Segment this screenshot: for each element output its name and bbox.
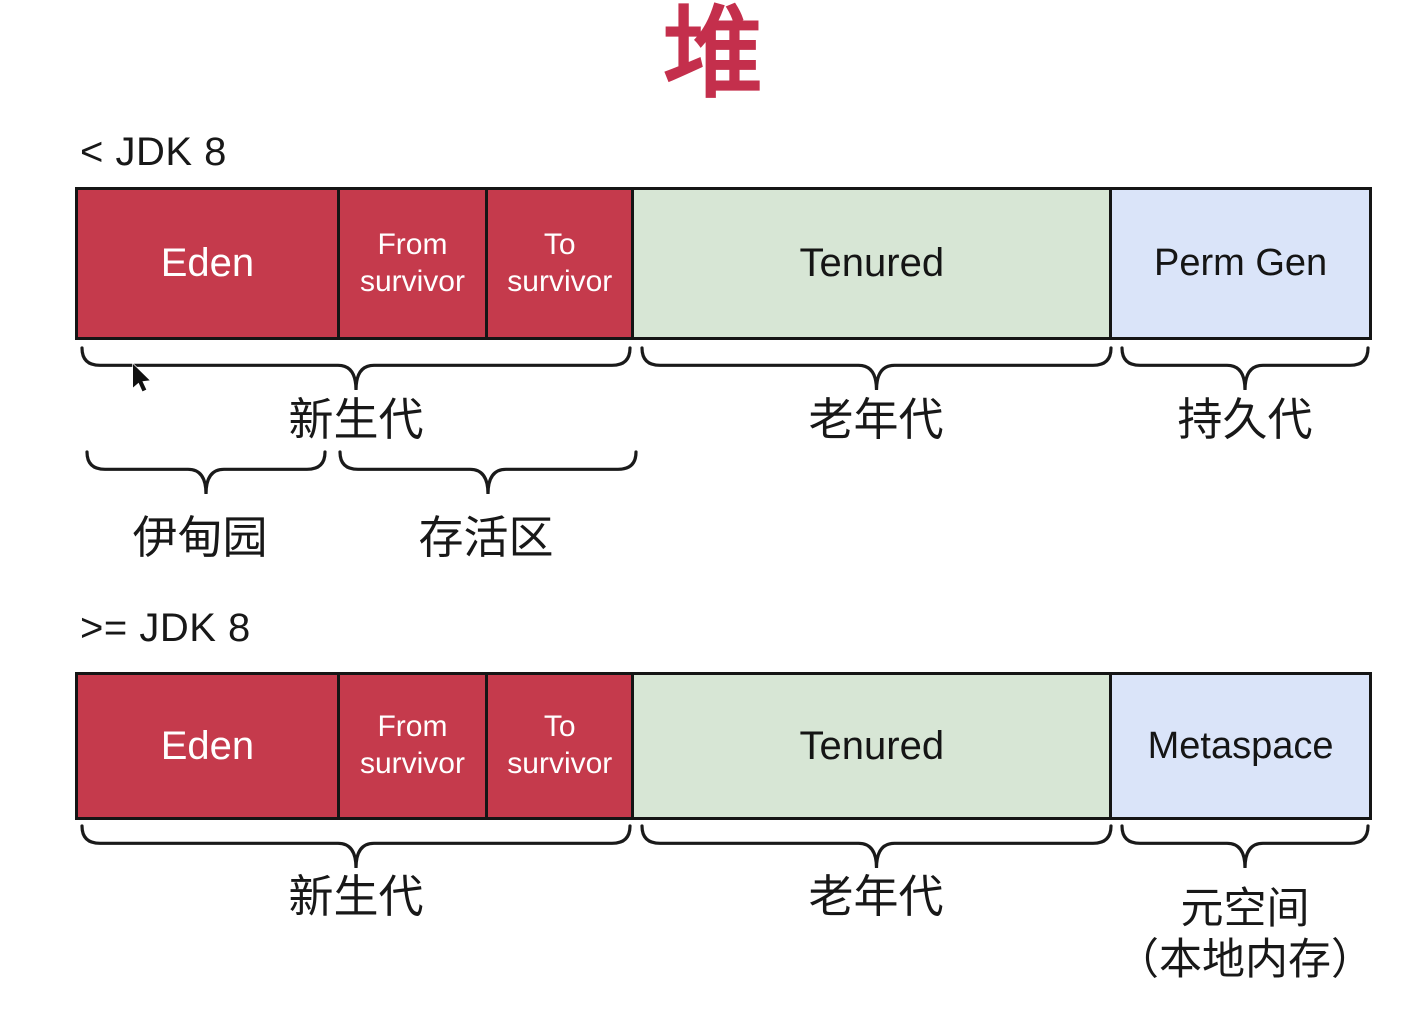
brace-eden-cn — [85, 450, 327, 495]
segment-from-survivor: From survivor — [339, 190, 489, 337]
label-metaspace-line1: 元空间 — [1180, 885, 1310, 933]
segment-eden: Eden — [78, 190, 340, 337]
label-young-gen-old: 新生代 — [288, 394, 424, 445]
segment-eden: Eden — [78, 675, 340, 817]
brace-old-gen-old — [640, 346, 1113, 391]
brace-old-gen-new — [640, 824, 1113, 869]
segment-tenured: Tenured — [634, 675, 1113, 817]
label-metaspace-line2: （本地内存） — [1116, 935, 1374, 984]
label-old-gen-old: 老年代 — [808, 394, 944, 445]
label-old-gen-new: 老年代 — [808, 871, 944, 922]
jdk-new-version-label: >= JDK 8 — [80, 606, 251, 650]
brace-perm-gen — [1120, 346, 1370, 391]
brace-survivor-cn — [338, 450, 638, 495]
brace-young-gen-old — [80, 346, 632, 391]
segment-to-survivor: To survivor — [488, 675, 635, 817]
heap-bar-jdk-new: Eden From survivor To survivor Tenured M… — [75, 672, 1372, 820]
label-survivor-cn: 存活区 — [418, 512, 554, 563]
mouse-cursor-icon — [132, 363, 152, 393]
jdk-old-version-label: < JDK 8 — [80, 130, 227, 174]
heap-bar-jdk-old: Eden From survivor To survivor Tenured P… — [75, 187, 1372, 340]
label-eden-cn: 伊甸园 — [132, 512, 268, 563]
page-title: 堆 — [663, 0, 763, 110]
brace-metaspace — [1120, 824, 1370, 869]
segment-from-survivor: From survivor — [339, 675, 489, 817]
segment-perm-gen: Perm Gen — [1112, 190, 1369, 337]
brace-young-gen-new — [80, 824, 632, 869]
segment-to-survivor: To survivor — [488, 190, 635, 337]
label-metaspace: 元空间 （本地内存） — [1116, 884, 1374, 985]
label-young-gen-new: 新生代 — [288, 871, 424, 922]
segment-metaspace: Metaspace — [1112, 675, 1369, 817]
label-perm-gen: 持久代 — [1177, 394, 1313, 445]
segment-tenured: Tenured — [634, 190, 1113, 337]
